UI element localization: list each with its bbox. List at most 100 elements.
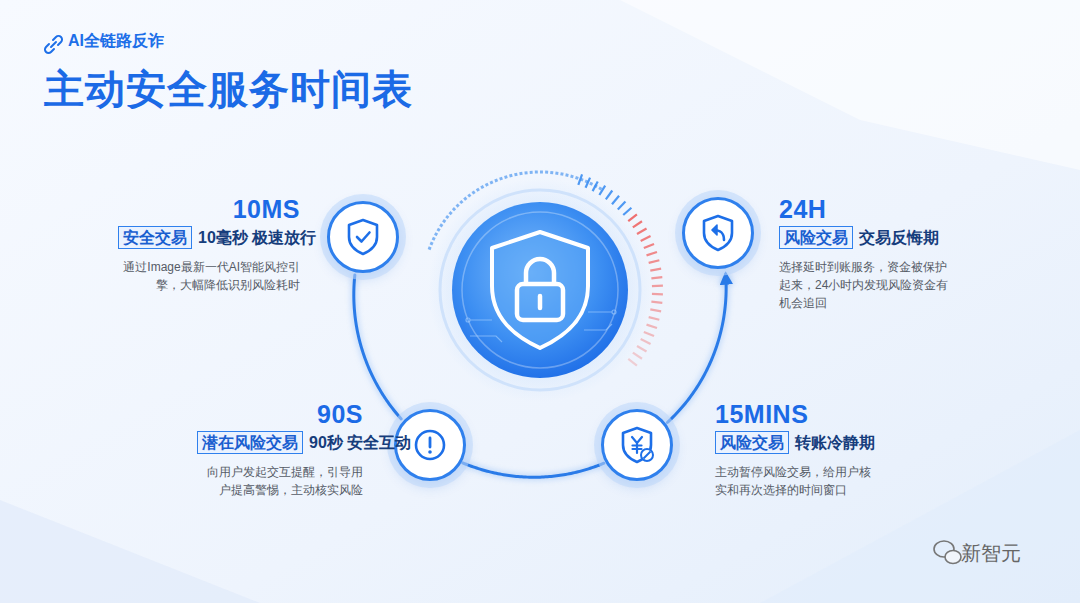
node-info: 15MINS 风险交易转账冷静期主动暂停风险交易，给用户核实和再次选择的时间窗口 (715, 400, 881, 499)
stage-title: 10毫秒 极速放行 (198, 226, 316, 250)
dial-dash (550, 171, 553, 174)
timeline-arc (463, 463, 604, 477)
dial-dash (540, 171, 543, 174)
dial-dash (453, 208, 455, 210)
dial-tick (623, 208, 631, 215)
stage-description: 选择延时到账服务，资金被保护起来，24小时内发现风险资金有机会追回 (779, 258, 951, 312)
dial-tick (586, 178, 590, 188)
dial-dash (599, 188, 602, 190)
dial-dash (514, 173, 517, 177)
dial-dash (530, 171, 533, 174)
dial-dash (440, 224, 442, 226)
dial-dash (460, 201, 462, 203)
dial-dash (505, 175, 508, 179)
dial-tick (647, 325, 657, 328)
dial-dash (535, 171, 538, 174)
risk-tag: 风险交易 (715, 431, 789, 454)
node-icon (682, 197, 754, 269)
timeline-node: 15MINS风险交易转账冷静期主动暂停风险交易，给用户核实和再次选择的时间窗口 (601, 409, 673, 481)
stage-description: 通过Image最新一代AI智能风控引擎，大幅降低识别风险耗时 (118, 258, 300, 294)
dial-dash (438, 228, 440, 231)
tag-row: 风险交易转账冷静期 (715, 431, 881, 455)
node-info: 10MS 安全交易10毫秒 极速放行通过Image最新一代AI智能风控引擎，大幅降… (118, 195, 300, 294)
dial-tick (650, 309, 661, 311)
stage-title: 交易反悔期 (859, 226, 939, 250)
time-figure: 24H (779, 195, 951, 223)
dial-tick (651, 302, 662, 303)
dial-dash (575, 176, 578, 180)
dial-tick (641, 236, 651, 241)
dial-tick (633, 353, 642, 359)
dial-dash (457, 205, 459, 207)
dial-tick (633, 221, 642, 227)
dial-tick (650, 269, 661, 271)
dial-dash (446, 216, 448, 218)
dial-dash (590, 183, 593, 184)
risk-tag: 潜在风险交易 (197, 431, 303, 454)
dial-dash (560, 172, 563, 176)
dial-tick (593, 181, 598, 191)
stage-description: 向用户发起交互提醒，引导用户提高警惕，主动核实风险 (197, 463, 363, 499)
dial-tick (647, 252, 657, 255)
risk-tag: 风险交易 (779, 226, 853, 249)
background-facet (760, 430, 1080, 603)
link-icon (45, 36, 62, 53)
central-shield-illustration (428, 178, 652, 402)
page-title: 主动安全服务时间表 (44, 62, 413, 117)
stage-description: 主动暂停风险交易，给用户核实和再次选择的时间窗口 (715, 463, 881, 499)
dial-dash (555, 172, 558, 175)
tag-row: 安全交易10毫秒 极速放行 (118, 226, 300, 250)
node-info: 24H 风险交易交易反悔期选择延时到账服务，资金被保护起来，24小时内发现风险资金… (779, 195, 951, 312)
dial-ticks (429, 172, 663, 366)
dial-dash (486, 184, 489, 185)
dial-dash (490, 182, 493, 183)
dial-tick (637, 229, 647, 235)
node-icon (327, 201, 399, 273)
risk-tag: 安全交易 (118, 226, 192, 249)
dial-tick (599, 186, 605, 195)
dial-dash (545, 171, 548, 174)
dial-dash (509, 174, 512, 178)
dial-tick (644, 244, 654, 248)
dial-tick (652, 285, 663, 288)
tag-row: 风险交易交易反悔期 (779, 226, 951, 250)
node-icon (601, 409, 673, 481)
stage-title: 90秒 安全互动 (309, 431, 411, 455)
stage-title: 转账冷静期 (795, 431, 875, 455)
dial-tick (578, 174, 582, 184)
dial-dash (472, 192, 474, 194)
dial-tick (618, 202, 626, 210)
dial-tick (641, 339, 651, 344)
timeline-node: 90S潜在风险交易90秒 安全互动向用户发起交互提醒，引导用户提高警惕，主动核实… (394, 409, 466, 481)
time-figure: 10MS (118, 195, 300, 223)
dial-dash (571, 175, 574, 179)
dial-tick (649, 317, 660, 320)
dial-tick (628, 214, 637, 221)
dial-tick (628, 359, 637, 366)
dial-dash (520, 172, 523, 175)
dial-tick (637, 346, 647, 352)
dial-tick (649, 260, 660, 263)
dial-dash (433, 237, 434, 240)
time-figure: 15MINS (715, 400, 881, 428)
dial-dash (481, 186, 484, 187)
dial-dash (464, 198, 466, 200)
dial-dash (477, 189, 480, 191)
dial-dash (431, 242, 432, 245)
dial-dash (450, 212, 452, 214)
dial-dash (443, 220, 445, 222)
timeline-arc (354, 275, 401, 419)
timeline-node: 24H风险交易交易反悔期选择延时到账服务，资金被保护起来，24小时内发现风险资金… (682, 197, 754, 269)
dial-dash (500, 177, 503, 181)
time-figure: 90S (197, 400, 363, 428)
dial-tick (644, 332, 654, 336)
dial-dash (468, 195, 470, 197)
background-facet (620, 0, 1080, 170)
background-facet (0, 500, 260, 603)
dial-dash (435, 233, 436, 236)
dial-tick (651, 277, 662, 278)
dial-dash (495, 180, 498, 181)
dial-tick (652, 293, 663, 296)
